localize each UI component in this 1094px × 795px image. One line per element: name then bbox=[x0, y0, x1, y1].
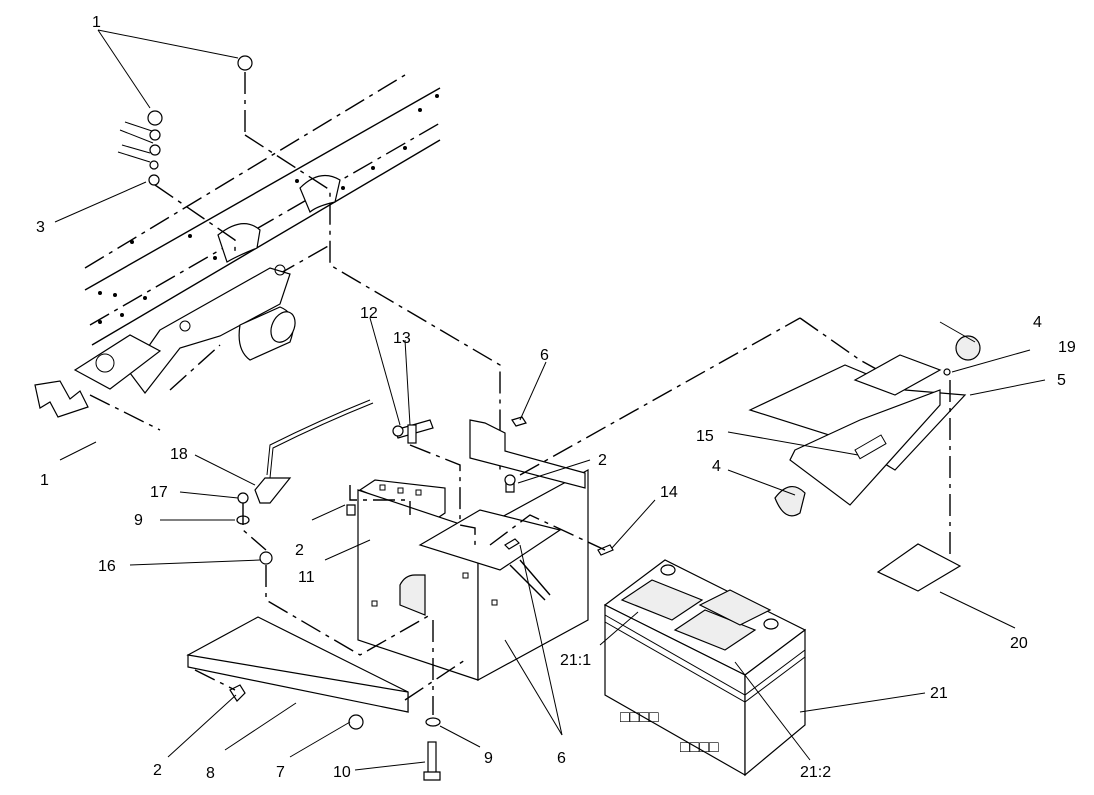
callout-21-1: 21:1 bbox=[560, 652, 591, 669]
callout-14: 14 bbox=[660, 484, 678, 501]
callout-17: 17 bbox=[150, 484, 168, 501]
battery-vent-marks-2: □□□□ bbox=[680, 739, 719, 756]
battery-box bbox=[346, 317, 906, 682]
callout-15: 15 bbox=[696, 428, 714, 445]
callout-20: 20 bbox=[1010, 635, 1028, 652]
callout-1a: 1 bbox=[92, 14, 101, 31]
hold-down-rod bbox=[236, 399, 431, 656]
battery-tray bbox=[186, 616, 466, 781]
callout-6b: 6 bbox=[557, 750, 566, 767]
battery-vent-marks: □□□□ bbox=[620, 709, 659, 726]
frame-rail bbox=[34, 74, 441, 431]
callout-9a: 9 bbox=[134, 512, 143, 529]
battery: □□□□ □□□□ bbox=[603, 559, 807, 777]
battery-cables bbox=[117, 55, 501, 470]
pad bbox=[876, 543, 962, 592]
battery-cover bbox=[748, 335, 981, 560]
callout-4b: 4 bbox=[712, 458, 721, 475]
callout-11: 11 bbox=[298, 569, 315, 586]
callout-12: 12 bbox=[360, 305, 378, 322]
callout-4a: 4 bbox=[1033, 314, 1042, 331]
callout-6a: 6 bbox=[540, 347, 549, 364]
callout-7: 7 bbox=[276, 764, 285, 781]
callout-3: 3 bbox=[36, 219, 45, 236]
callout-5: 5 bbox=[1057, 372, 1066, 389]
leader-lines bbox=[54, 29, 1046, 771]
callout-21: 21 bbox=[930, 685, 948, 702]
callout-2a: 2 bbox=[295, 542, 304, 559]
callout-18: 18 bbox=[170, 446, 188, 463]
callout-19: 19 bbox=[1058, 339, 1076, 356]
callout-2b: 2 bbox=[598, 452, 607, 469]
callout-10: 10 bbox=[333, 764, 351, 781]
callout-21-2: 21:2 bbox=[800, 764, 831, 781]
callout-9b: 9 bbox=[484, 750, 493, 767]
callout-1b: 1 bbox=[40, 472, 49, 489]
callout-2c: 2 bbox=[153, 762, 162, 779]
callout-16: 16 bbox=[98, 558, 116, 575]
callout-labels: 1 1 2 2 2 3 4 4 5 6 6 7 8 9 9 10 11 12 1… bbox=[36, 14, 1076, 782]
callout-13: 13 bbox=[393, 330, 411, 347]
callout-8: 8 bbox=[206, 765, 215, 782]
